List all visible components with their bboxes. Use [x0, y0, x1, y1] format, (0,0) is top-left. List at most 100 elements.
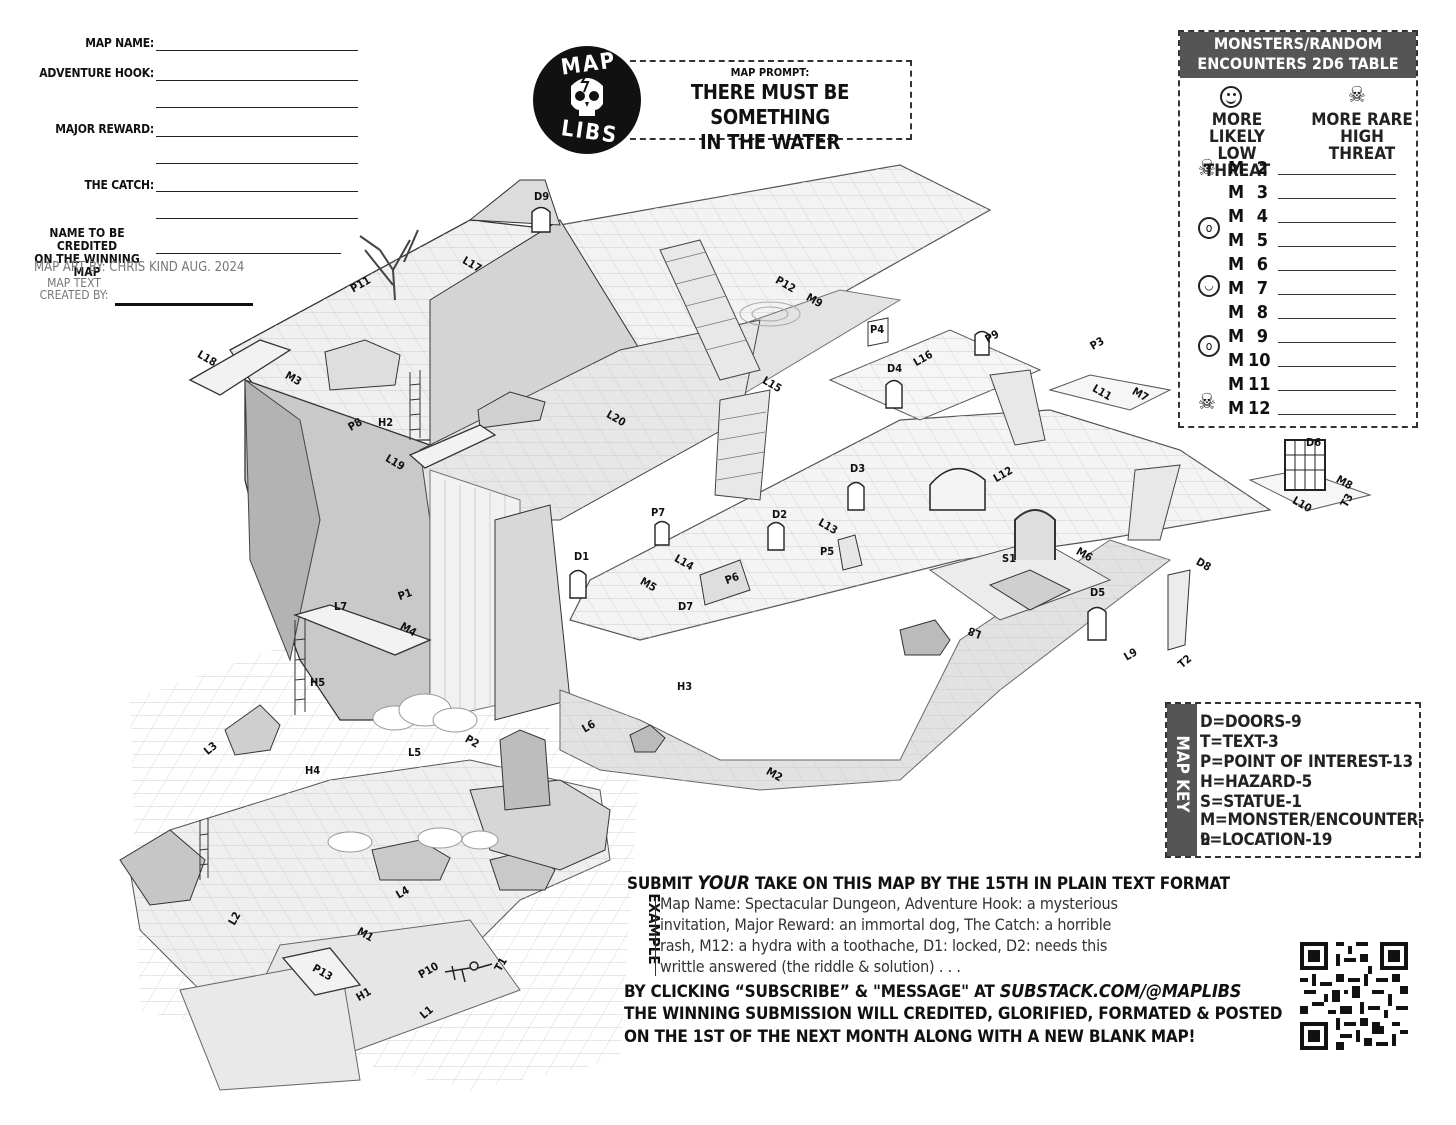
map-label-D6: D6 — [1306, 436, 1321, 449]
surprised-face-icon: o — [1198, 335, 1220, 357]
monster-entry-field[interactable] — [1278, 198, 1396, 199]
maplibs-logo: MAP LIBS — [533, 46, 641, 154]
map-name-field[interactable] — [156, 50, 358, 51]
high-threat-header: MORE RARE HIGH THREAT — [1308, 112, 1416, 163]
monster-row-number: 9 — [1248, 326, 1268, 347]
monster-row-number: 5 — [1248, 230, 1268, 251]
monster-entry-field[interactable] — [1278, 246, 1396, 247]
qr-code-icon[interactable] — [1300, 942, 1408, 1050]
map-label-D9: D9 — [534, 190, 549, 203]
monsters-table-title: MONSTERS/RANDOM ENCOUNTERS 2D6 TABLE — [1180, 32, 1416, 78]
monster-row-number: 4 — [1248, 206, 1268, 227]
map-key-title: MAP KEY — [1172, 719, 1192, 829]
map-label-D4: D4 — [887, 362, 902, 375]
map-prompt-line1: THERE MUST BE SOMETHING — [630, 80, 910, 130]
monster-row-letter: M — [1228, 326, 1244, 347]
monster-row-number: 10 — [1248, 350, 1268, 371]
map-text-creator-field[interactable] — [115, 303, 253, 306]
map-label-D7: D7 — [678, 600, 693, 613]
key-item-statue: S=STATUE-1 — [1200, 792, 1302, 812]
monster-row-letter: M — [1228, 398, 1244, 419]
smiley-icon — [1220, 86, 1242, 108]
monster-row-number: 7 — [1248, 278, 1268, 299]
the-catch-label: THE CATCH: — [84, 178, 154, 192]
submit-winning-line: THE WINNING SUBMISSION WILL CREDITED, GL… — [624, 1004, 1282, 1024]
monsters-title-line2: ENCOUNTERS 2D6 TABLE — [1180, 54, 1416, 74]
monster-entry-field[interactable] — [1278, 318, 1396, 319]
key-item-hazard: H=HAZARD-5 — [1200, 772, 1312, 792]
map-label-D1: D1 — [574, 550, 589, 563]
monster-row-number: 12 — [1248, 398, 1268, 419]
monster-row-letter: M — [1228, 374, 1244, 395]
map-label-P4: P4 — [870, 323, 884, 336]
monster-row-letter: M — [1228, 230, 1244, 251]
submit-heading: SUBMIT YOUR TAKE ON THIS MAP BY THE 15TH… — [627, 872, 1230, 894]
key-item-doors: D=DOORS-9 — [1200, 712, 1301, 732]
high-threat-line2: HIGH THREAT — [1308, 129, 1416, 163]
monster-row-letter: M — [1228, 302, 1244, 323]
monster-entry-field[interactable] — [1278, 294, 1396, 295]
map-prompt-text: THERE MUST BE SOMETHING IN THE WATER — [630, 80, 910, 155]
the-catch-field-2[interactable] — [156, 218, 358, 219]
monster-row-2: M2 — [1228, 158, 1244, 179]
credited-label-line1: NAME TO BE CREDITED — [22, 227, 152, 253]
key-item-poi: P=POINT OF INTEREST-13 — [1200, 752, 1413, 772]
map-label-D2: D2 — [772, 508, 787, 521]
submit-instructions: BY CLICKING “SUBSCRIBE” & "MESSAGE" AT S… — [624, 981, 1241, 1002]
monsters-table: MONSTERS/RANDOM ENCOUNTERS 2D6 TABLE ☠ M… — [1178, 30, 1418, 428]
map-label-H4: H4 — [305, 764, 320, 777]
monster-entry-field[interactable] — [1278, 270, 1396, 271]
major-reward-field[interactable] — [156, 136, 358, 137]
map-label-S1: S1 — [1002, 552, 1016, 565]
map-prompt-line2: IN THE WATER — [630, 130, 910, 155]
adventure-hook-label: ADVENTURE HOOK: — [39, 66, 154, 80]
monster-row-letter: M — [1228, 206, 1244, 227]
major-reward-field-2[interactable] — [156, 163, 358, 164]
skull-icon: ☠ — [1348, 84, 1366, 108]
monster-entry-field[interactable] — [1278, 390, 1396, 391]
example-line-2: invitation, Major Reward: an immortal do… — [660, 915, 1111, 934]
map-name-label: MAP NAME: — [85, 36, 154, 50]
monster-entry-field[interactable] — [1278, 222, 1396, 223]
key-item-location: L=LOCATION-19 — [1200, 830, 1332, 850]
adventure-hook-field-2[interactable] — [156, 107, 358, 108]
monster-entry-field[interactable] — [1278, 342, 1396, 343]
map-label-H5: H5 — [310, 676, 325, 689]
skull-icon: ☠ — [1198, 390, 1216, 415]
monster-entry-field[interactable] — [1278, 366, 1396, 367]
submit-posted-line: ON THE 1ST OF THE NEXT MONTH ALONG WITH … — [624, 1027, 1195, 1047]
map-label-D5: D5 — [1090, 586, 1105, 599]
monster-row-number: 3 — [1248, 182, 1268, 203]
skull-icon: ☠ — [1198, 156, 1216, 181]
substack-link[interactable]: SUBSTACK.COM/@MAPLIBS — [1000, 981, 1242, 1002]
the-catch-field[interactable] — [156, 191, 358, 192]
monster-row-number: 8 — [1248, 302, 1268, 323]
credited-name-field[interactable] — [156, 253, 341, 254]
adventure-hook-field[interactable] — [156, 80, 358, 81]
surprised-face-icon: o — [1198, 217, 1220, 239]
submit-your: YOUR — [697, 872, 749, 894]
low-threat-line1: MORE LIKELY — [1182, 112, 1292, 146]
example-line-4: writtle answered (the riddle & solution)… — [660, 957, 961, 976]
map-text-line2: CREATED BY: — [34, 289, 114, 301]
example-line-1: Map Name: Spectacular Dungeon, Adventure… — [660, 894, 1118, 913]
monster-entry-field[interactable] — [1278, 414, 1396, 415]
smiley-icon: ◡ — [1198, 275, 1220, 297]
monster-row-letter: M — [1228, 278, 1244, 299]
map-text-credit: MAP TEXT CREATED BY: — [34, 277, 114, 301]
map-label-L5: L5 — [408, 746, 421, 759]
submit-rest: TAKE ON THIS MAP BY THE 15TH IN PLAIN TE… — [755, 874, 1230, 894]
map-key-tab: MAP KEY — [1167, 704, 1197, 856]
monster-row-4: M4 — [1228, 206, 1244, 227]
map-label-D3: D3 — [850, 462, 865, 475]
monster-entry-field[interactable] — [1278, 174, 1396, 175]
monster-row-number: 11 — [1248, 374, 1268, 395]
map-label-H3: H3 — [677, 680, 692, 693]
